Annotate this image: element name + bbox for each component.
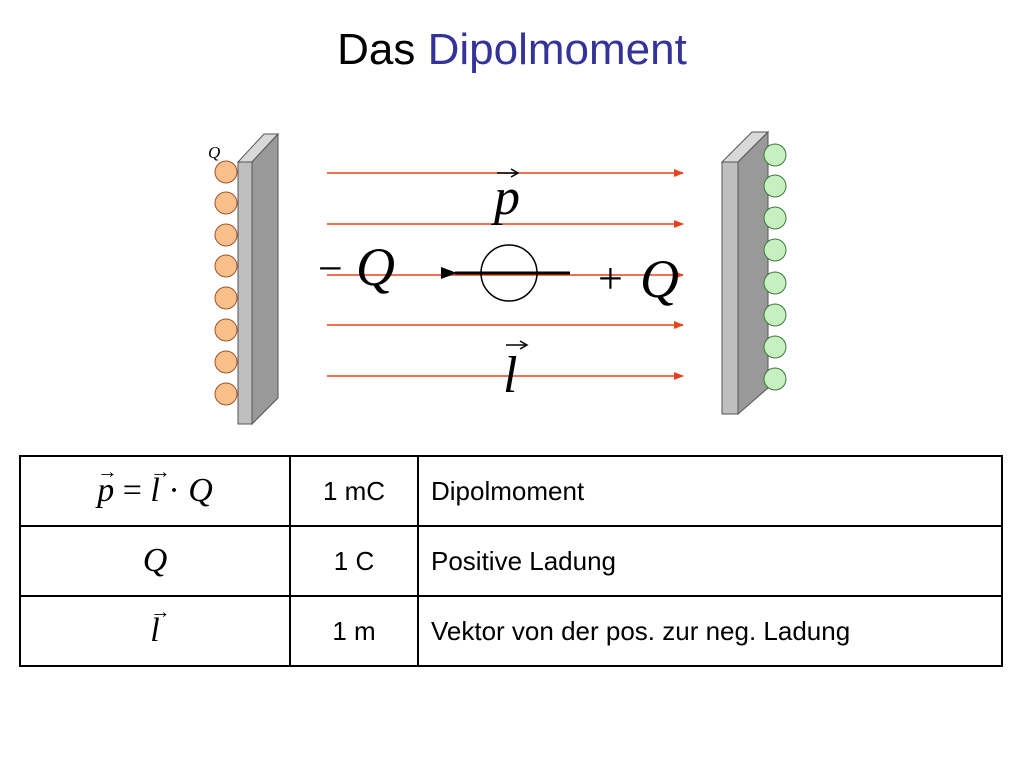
title-accent: Dipolmoment [427, 25, 687, 74]
description-cell: Dipolmoment [417, 455, 1003, 527]
description-cell: Positive Ladung [417, 525, 1003, 597]
value-cell: 1 C [289, 525, 419, 597]
table-row: p = l · Q 1 mC Dipolmoment [19, 455, 1003, 527]
right-plate [720, 130, 770, 416]
title-prefix: Das [337, 25, 416, 74]
vector-p-label: p [490, 168, 520, 226]
positive-charges [763, 143, 787, 391]
negative-charge [214, 318, 238, 342]
svg-text:−: − [318, 244, 343, 293]
positive-charge [763, 367, 787, 391]
positive-charge [763, 238, 787, 262]
positive-charge [763, 143, 787, 167]
formula-cell: Q [19, 525, 291, 597]
charge-symbol: Q [142, 542, 168, 579]
negative-charges [214, 160, 238, 406]
dipole-properties-table: p = l · Q 1 mC Dipolmoment Q 1 C Positiv… [19, 455, 1003, 667]
plate-charge-label: Q [208, 143, 220, 162]
value-cell: 1 m [289, 595, 419, 667]
length-vector-symbol: l [150, 601, 160, 649]
positive-charge [763, 174, 787, 198]
left-plate [236, 132, 280, 426]
description-cell: Vektor von der pos. zur neg. Ladung [417, 595, 1003, 667]
svg-text:p: p [490, 169, 520, 226]
positive-charge [763, 206, 787, 230]
positive-charge [763, 271, 787, 295]
formula-cell: p = l · Q [19, 455, 291, 527]
svg-text:+: + [598, 254, 623, 303]
table-row: l 1 m Vektor von der pos. zur neg. Ladun… [19, 595, 1003, 667]
negative-charge [214, 350, 238, 374]
capacitor-dipole-diagram: Q − Q + Q p l [208, 130, 787, 426]
negative-charge [214, 286, 238, 310]
dipole-moment-formula: p = l · Q [97, 461, 213, 509]
negative-charge [214, 382, 238, 406]
negative-charge [214, 160, 238, 184]
positive-charge [763, 335, 787, 359]
negative-charge [214, 254, 238, 278]
positive-charge [763, 303, 787, 327]
vector-l-label: l [503, 340, 529, 404]
svg-text:l: l [503, 347, 517, 404]
negative-charge-label: − Q [318, 237, 395, 297]
table-row: Q 1 C Positive Ladung [19, 525, 1003, 597]
negative-charge [214, 223, 238, 247]
value-cell: 1 mC [289, 455, 419, 527]
formula-cell: l [19, 595, 291, 667]
negative-charge [214, 191, 238, 215]
positive-charge-label: + Q [598, 249, 679, 309]
svg-text:Q: Q [640, 249, 679, 309]
svg-text:Q: Q [356, 237, 395, 297]
slide-title: Das Dipolmoment [0, 22, 1024, 78]
